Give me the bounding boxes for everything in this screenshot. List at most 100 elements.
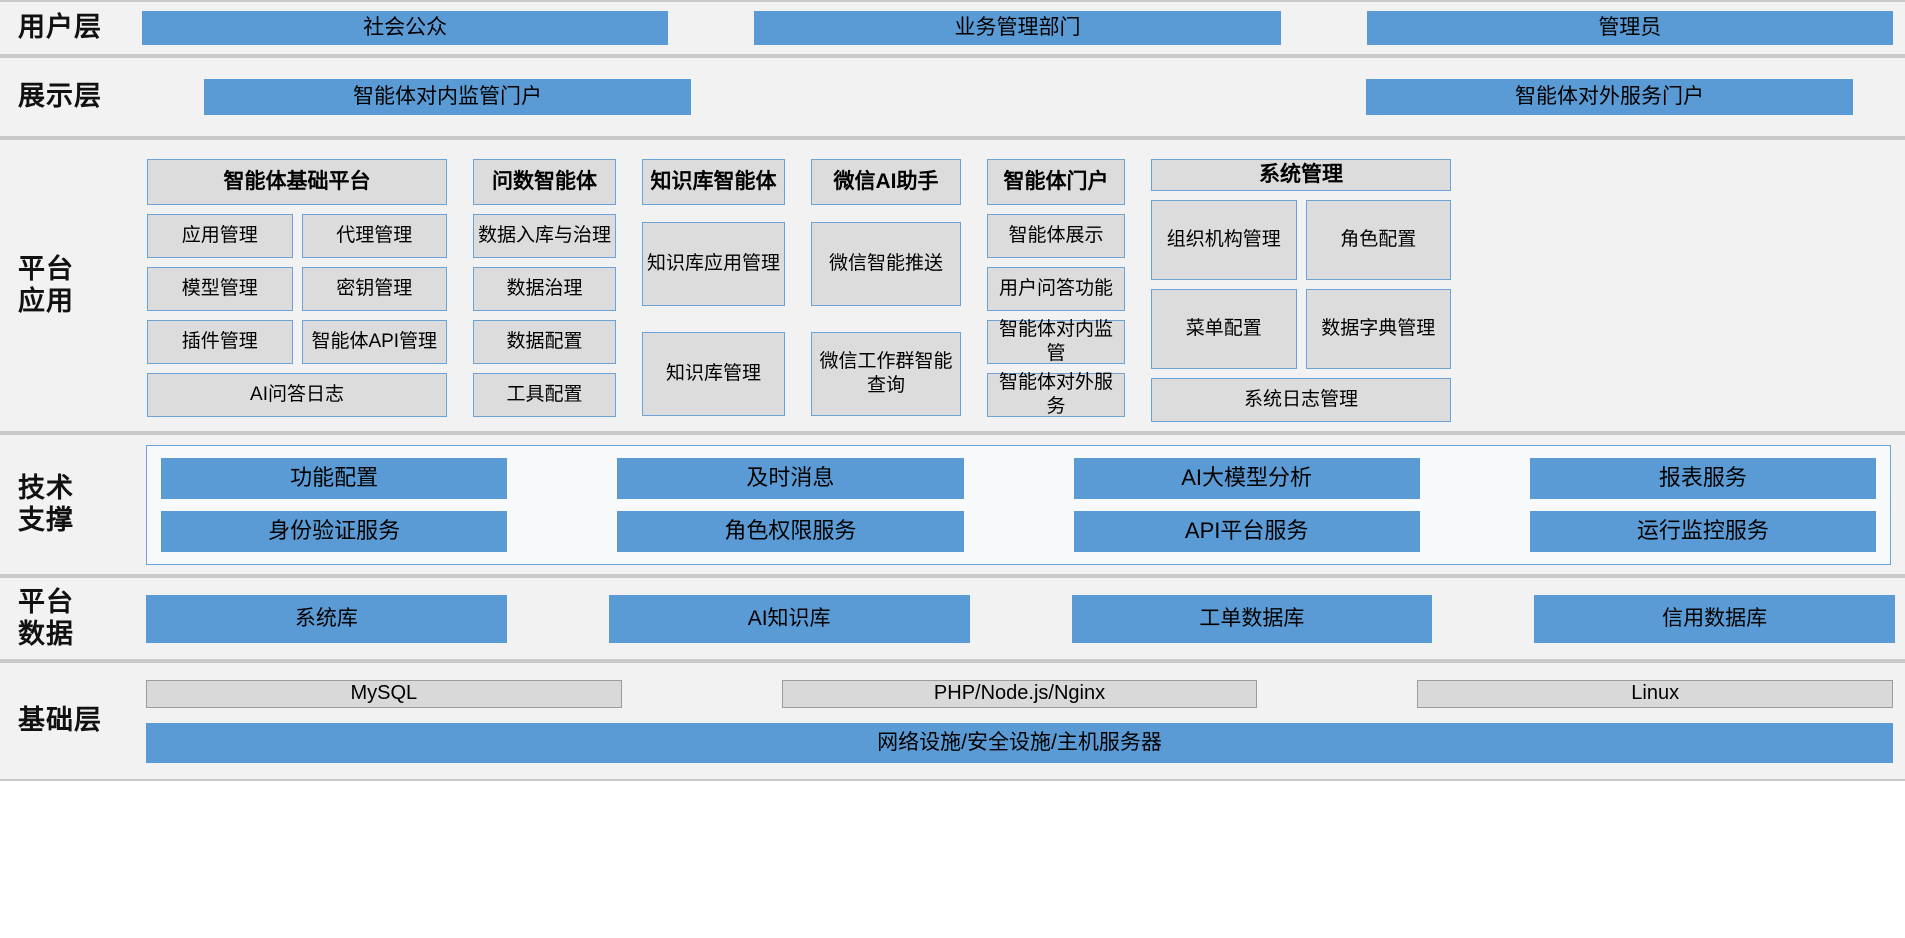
platform-data-items-row: 系统库 AI知识库 工单数据库 信用数据库: [142, 594, 1905, 643]
item-user-qa-function[interactable]: 用户问答功能: [987, 267, 1125, 311]
column-head-knowledge-base-agent[interactable]: 知识库智能体: [642, 159, 785, 205]
item-wechat-group-smart-query[interactable]: 微信工作群智能查询: [811, 332, 961, 416]
item-agent-external-service[interactable]: 智能体对外服务: [987, 372, 1125, 417]
item-data-dictionary-management[interactable]: 数据字典管理: [1305, 289, 1451, 370]
layer-label-platform-data: 平台 数据: [18, 586, 74, 649]
layer-infrastructure: 基础层 MySQL PHP/Node.js/Nginx Linux 网络设施/安…: [0, 661, 1905, 781]
row-kb-2: 知识库管理: [642, 315, 785, 416]
layer-technical-support: 技术 支撑 功能配置 及时消息 AI大模型分析 报表服务 身份验证服务 角色权限…: [0, 433, 1905, 576]
tech-item-role-permission-service[interactable]: 角色权限服务: [617, 510, 964, 552]
column-head-agent-portal[interactable]: 智能体门户: [987, 159, 1125, 205]
item-agent-showcase[interactable]: 智能体展示: [987, 214, 1125, 258]
item-org-structure-management[interactable]: 组织机构管理: [1151, 200, 1297, 281]
row-agent-base-4: AI问答日志: [147, 373, 447, 417]
row-sys-2: 菜单配置 数据字典管理: [1151, 289, 1451, 370]
layer-body-platform-application: 智能体基础平台 应用管理 代理管理 模型管理 密钥管理 插件管理 智能体API管…: [142, 140, 1905, 431]
platform-column-system-management: 系统管理 组织机构管理 角色配置 菜单配置 数据字典管理 系统日志管理: [1151, 159, 1451, 423]
tech-row-2: 身份验证服务 角色权限服务 API平台服务 运行监控服务: [161, 510, 1876, 552]
data-item-work-order-db[interactable]: 工单数据库: [1071, 594, 1433, 643]
item-agent-management[interactable]: 代理管理: [301, 214, 447, 258]
item-data-configuration[interactable]: 数据配置: [473, 320, 616, 364]
row-sys-3: 系统日志管理: [1151, 378, 1451, 423]
row-data-query-3: 数据配置: [473, 320, 616, 364]
layer-body-platform-data: 系统库 AI知识库 工单数据库 信用数据库: [142, 578, 1905, 659]
row-data-query-1: 数据入库与治理: [473, 214, 616, 258]
item-kb-management[interactable]: 知识库管理: [642, 332, 785, 416]
item-model-management[interactable]: 模型管理: [147, 267, 293, 311]
item-tool-configuration[interactable]: 工具配置: [473, 373, 616, 417]
row-data-query-4: 工具配置: [473, 373, 616, 417]
user-item-admin[interactable]: 管理员: [1366, 11, 1893, 45]
layer-body-infrastructure: MySQL PHP/Node.js/Nginx Linux 网络设施/安全设施/…: [142, 663, 1905, 779]
infra-item-network-security-host[interactable]: 网络设施/安全设施/主机服务器: [146, 722, 1893, 763]
portal-external-service[interactable]: 智能体对外服务门户: [1366, 79, 1853, 115]
tech-item-identity-auth-service[interactable]: 身份验证服务: [161, 510, 508, 552]
infra-item-php-node-nginx[interactable]: PHP/Node.js/Nginx: [781, 679, 1258, 708]
platform-column-agent-portal: 智能体门户 智能体展示 用户问答功能 智能体对内监管 智能体对外服务: [987, 159, 1125, 417]
item-wechat-smart-push[interactable]: 微信智能推送: [811, 222, 961, 306]
row-kb-1: 知识库应用管理: [642, 214, 785, 306]
platform-columns: 智能体基础平台 应用管理 代理管理 模型管理 密钥管理 插件管理 智能体API管…: [142, 140, 1905, 431]
column-head-data-query-agent[interactable]: 问数智能体: [473, 159, 616, 205]
row-portal-2: 用户问答功能: [987, 267, 1125, 311]
item-agent-api-management[interactable]: 智能体API管理: [301, 320, 447, 364]
item-data-governance[interactable]: 数据治理: [473, 267, 616, 311]
presentation-items-row: 智能体对内监管门户 智能体对外服务门户: [142, 79, 1905, 115]
layer-label-user: 用户层: [18, 12, 102, 43]
layer-label-infrastructure: 基础层: [18, 705, 102, 736]
item-plugin-management[interactable]: 插件管理: [147, 320, 293, 364]
item-key-management[interactable]: 密钥管理: [301, 267, 447, 311]
item-ai-qa-log[interactable]: AI问答日志: [147, 373, 447, 417]
data-item-system-db[interactable]: 系统库: [146, 594, 507, 643]
layer-body-user: 社会公众 业务管理部门 管理员: [142, 2, 1905, 54]
row-data-query-2: 数据治理: [473, 267, 616, 311]
user-item-business-dept[interactable]: 业务管理部门: [754, 11, 1281, 45]
user-item-public[interactable]: 社会公众: [142, 11, 669, 45]
user-items-row: 社会公众 业务管理部门 管理员: [142, 11, 1897, 45]
item-role-configuration[interactable]: 角色配置: [1305, 200, 1451, 281]
data-item-ai-knowledge-db[interactable]: AI知识库: [608, 594, 970, 643]
row-agent-base-2: 模型管理 密钥管理: [147, 267, 447, 311]
layer-body-technical-support: 功能配置 及时消息 AI大模型分析 报表服务 身份验证服务 角色权限服务 API…: [142, 435, 1905, 574]
portal-internal-supervision[interactable]: 智能体对内监管门户: [204, 79, 691, 115]
layer-platform-data: 平台 数据 系统库 AI知识库 工单数据库 信用数据库: [0, 576, 1905, 661]
tech-item-function-config[interactable]: 功能配置: [161, 457, 508, 499]
layer-label-presentation: 展示层: [18, 81, 102, 112]
layer-label-technical-support: 技术 支撑: [18, 472, 74, 535]
row-agent-base-3: 插件管理 智能体API管理: [147, 320, 447, 364]
column-head-system-management[interactable]: 系统管理: [1151, 159, 1451, 192]
layer-body-presentation: 智能体对内监管门户 智能体对外服务门户: [142, 58, 1905, 136]
item-agent-internal-supervision[interactable]: 智能体对内监管: [987, 319, 1125, 364]
row-portal-1: 智能体展示: [987, 214, 1125, 258]
infrastructure-wrap: MySQL PHP/Node.js/Nginx Linux 网络设施/安全设施/…: [142, 672, 1905, 771]
tech-item-report-service[interactable]: 报表服务: [1529, 457, 1876, 499]
platform-column-agent-base: 智能体基础平台 应用管理 代理管理 模型管理 密钥管理 插件管理 智能体API管…: [147, 159, 447, 417]
infrastructure-bottom-row: 网络设施/安全设施/主机服务器: [146, 722, 1893, 763]
infrastructure-top-row: MySQL PHP/Node.js/Nginx Linux: [146, 679, 1894, 708]
tech-item-ai-llm-analysis[interactable]: AI大模型分析: [1073, 457, 1420, 499]
tech-item-api-platform-service[interactable]: API平台服务: [1073, 510, 1420, 552]
item-kb-app-management[interactable]: 知识库应用管理: [642, 222, 785, 306]
item-system-log-management[interactable]: 系统日志管理: [1151, 378, 1451, 423]
platform-column-data-query-agent: 问数智能体 数据入库与治理 数据治理 数据配置 工具配置: [473, 159, 616, 417]
item-app-management[interactable]: 应用管理: [147, 214, 293, 258]
row-wx-2: 微信工作群智能查询: [811, 315, 961, 416]
item-data-ingestion-governance[interactable]: 数据入库与治理: [473, 214, 616, 258]
row-portal-4: 智能体对外服务: [987, 372, 1125, 417]
infra-item-mysql[interactable]: MySQL: [146, 679, 622, 708]
tech-item-instant-message[interactable]: 及时消息: [617, 457, 964, 499]
layer-label-platform-application: 平台 应用: [18, 253, 74, 316]
infra-item-linux[interactable]: Linux: [1417, 679, 1894, 708]
row-portal-3: 智能体对内监管: [987, 319, 1125, 364]
row-sys-1: 组织机构管理 角色配置: [1151, 200, 1451, 281]
column-head-agent-base[interactable]: 智能体基础平台: [147, 159, 447, 205]
data-item-credit-db[interactable]: 信用数据库: [1534, 594, 1895, 643]
tech-item-runtime-monitor-service[interactable]: 运行监控服务: [1529, 510, 1876, 552]
column-head-wechat-ai-assistant[interactable]: 微信AI助手: [811, 159, 961, 205]
item-menu-configuration[interactable]: 菜单配置: [1151, 289, 1297, 370]
layer-user: 用户层 社会公众 业务管理部门 管理员: [0, 0, 1905, 56]
layer-platform-application: 平台 应用 智能体基础平台 应用管理 代理管理 模型管理 密钥管理 插件管理: [0, 138, 1905, 433]
platform-column-knowledge-base-agent: 知识库智能体 知识库应用管理 知识库管理: [642, 159, 785, 417]
row-wx-1: 微信智能推送: [811, 214, 961, 306]
